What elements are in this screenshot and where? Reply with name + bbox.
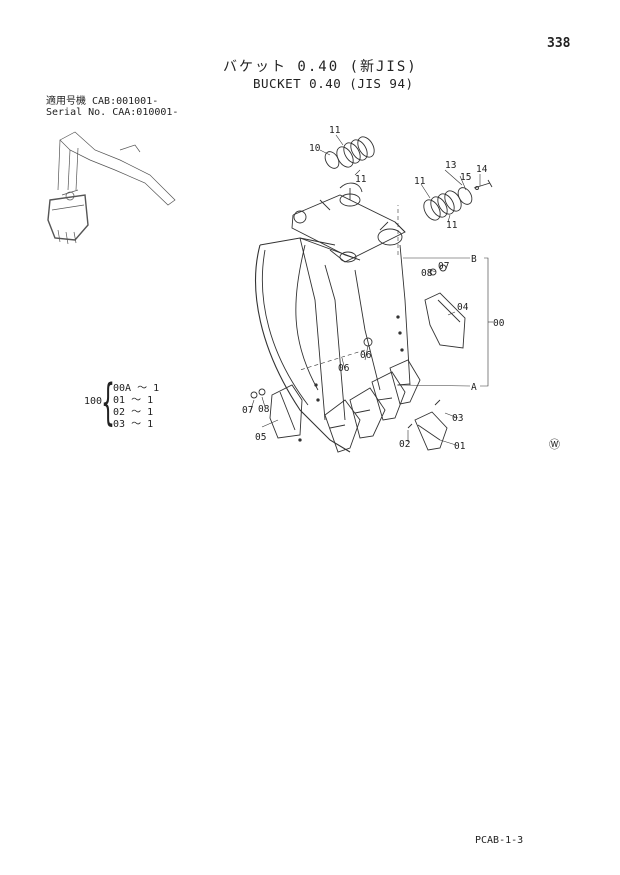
callout-13: 13 <box>445 160 456 171</box>
callout-A: A <box>471 382 477 393</box>
callout-08: 08 <box>421 268 433 279</box>
side-cutter-left <box>250 384 303 439</box>
callout-labels: 11 10 11 13 14 15 11 11 B 07 08 04 00 06… <box>242 125 560 452</box>
callout-03: 03 <box>452 413 463 424</box>
variant-row: 03 ～ 1 <box>113 419 154 430</box>
callout-01: 01 <box>454 441 466 452</box>
variant-row: 01 ～ 1 <box>113 395 154 406</box>
bucket-body <box>255 182 421 453</box>
callout-11: 11 <box>414 176 426 187</box>
page-number: 338 <box>547 36 571 51</box>
callout-11: 11 <box>446 220 458 231</box>
excavator-thumbnail-icon <box>47 131 176 245</box>
page-title-japanese: バケット 0.40 (新JIS) <box>223 59 418 75</box>
callout-07: 07 <box>438 261 449 272</box>
variant-row: 02 ～ 1 <box>113 407 154 418</box>
callout-04: 04 <box>457 302 469 313</box>
spring-assembly-top <box>324 136 375 169</box>
callout-11: 11 <box>355 174 367 185</box>
callout-14: 14 <box>476 164 488 175</box>
page-code: PCAB-1-3 <box>475 835 524 846</box>
callout-06: 06 <box>338 363 350 374</box>
brace-icon: { <box>101 374 116 431</box>
spring-assembly-right <box>423 179 493 221</box>
serial-applicable-line: 適用号機 CAB:001001- <box>46 96 159 107</box>
bucket-tooth-detached <box>407 399 448 451</box>
callout-B: B <box>471 254 477 265</box>
callout-06: 06 <box>360 350 372 361</box>
leader-lines <box>249 134 493 446</box>
w-mark-icon: Ⓦ <box>549 438 560 451</box>
callout-10: 10 <box>309 143 321 154</box>
variant-row: 00A ～ 1 <box>113 383 160 394</box>
callout-02: 02 <box>399 439 410 450</box>
callout-15: 15 <box>460 172 471 183</box>
variant-group-code: 100 <box>84 396 103 407</box>
callout-00: 00 <box>493 318 505 329</box>
side-cutter-right <box>424 264 466 349</box>
callout-07: 07 <box>242 405 253 416</box>
serial-number-line: Serial No. CAA:010001- <box>46 107 179 118</box>
callout-05: 05 <box>255 432 266 443</box>
callout-08: 08 <box>258 404 270 415</box>
callout-11: 11 <box>329 125 341 136</box>
page-title-english: BUCKET 0.40 (JIS 94) <box>253 76 414 91</box>
variant-table: 100 { 00A ～ 1 01 ～ 1 02 ～ 1 03 ～ 1 <box>84 374 184 431</box>
